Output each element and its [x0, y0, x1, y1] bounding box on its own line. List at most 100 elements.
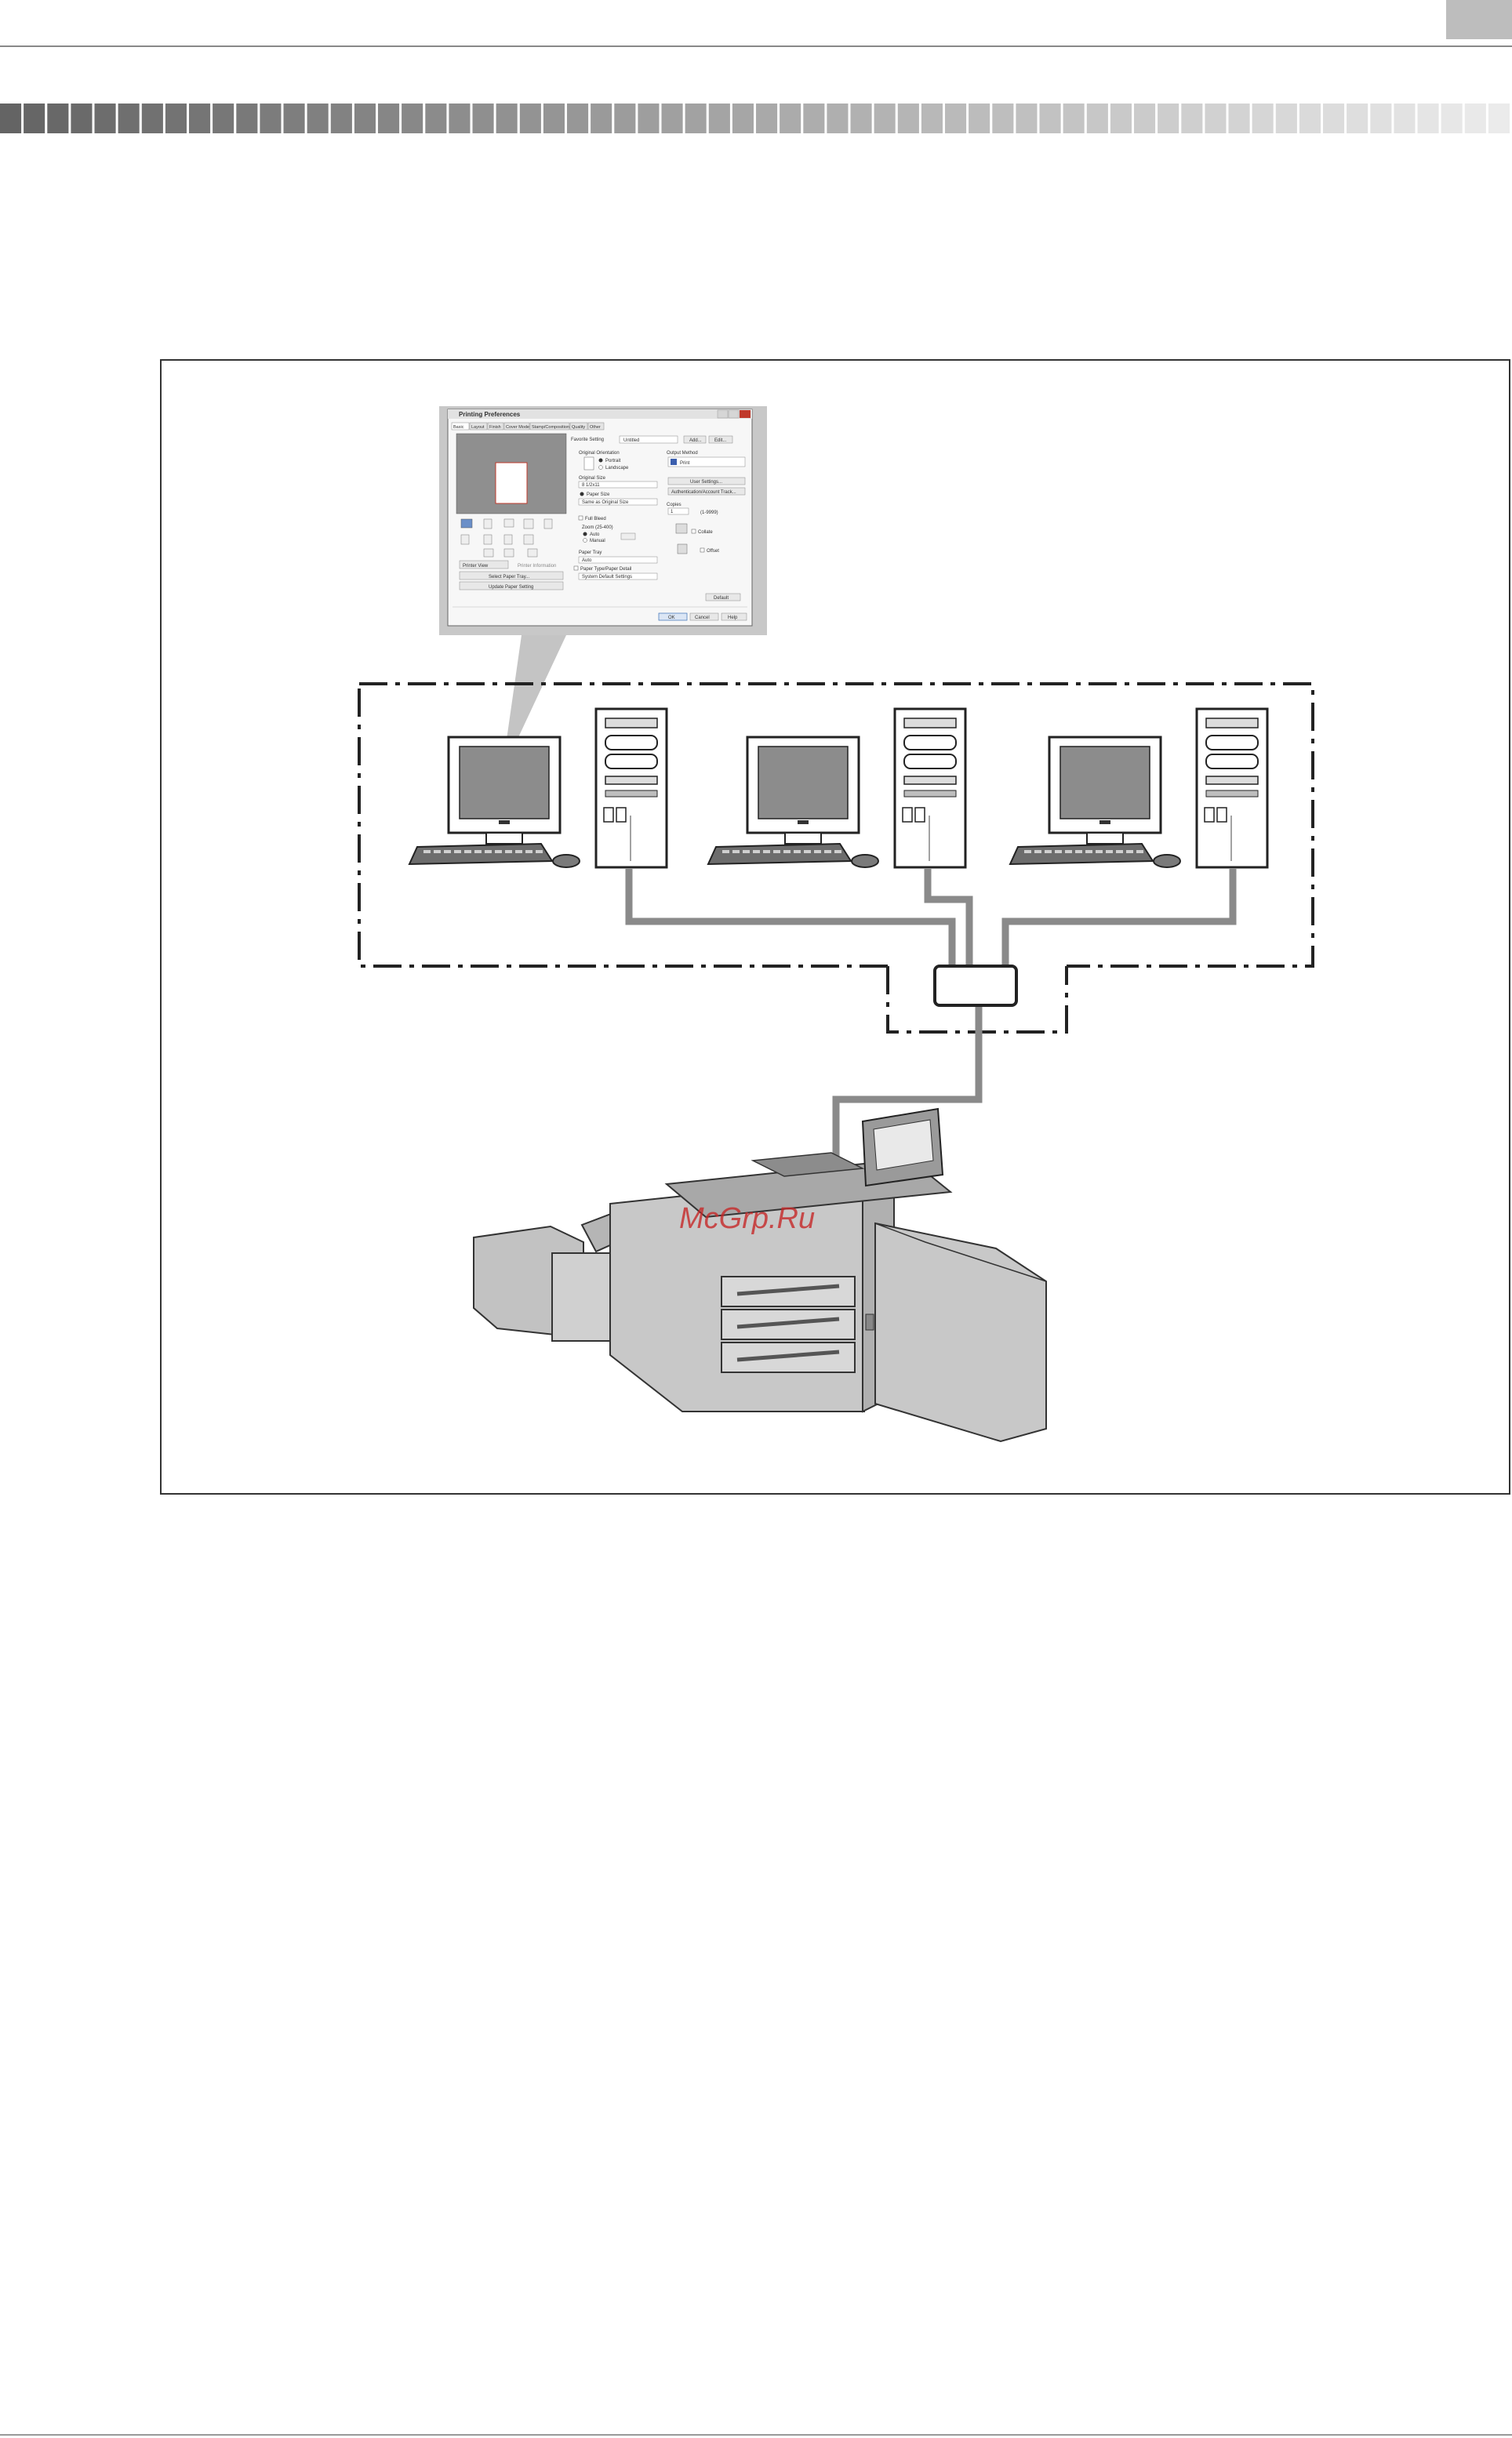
keyboard-key — [743, 850, 750, 853]
layout-icon[interactable] — [483, 534, 492, 545]
copies-value: 1 — [671, 510, 674, 514]
layout-icon[interactable] — [483, 548, 494, 558]
header-band-segment — [1488, 104, 1510, 133]
drive-bay — [1205, 718, 1259, 728]
keyboard-key — [1096, 850, 1103, 853]
keyboard-key — [1126, 850, 1133, 853]
layout-icon[interactable] — [503, 518, 514, 528]
mouse — [552, 854, 580, 868]
maximize-icon[interactable] — [728, 409, 740, 419]
zoom-manual-radio[interactable] — [583, 538, 587, 543]
header-band-segment — [189, 104, 211, 133]
dialog-tab[interactable] — [503, 422, 530, 431]
header-band-segment — [71, 104, 93, 133]
minimize-icon[interactable] — [717, 409, 729, 419]
copies-input[interactable] — [667, 507, 689, 515]
header-band-segment — [756, 104, 778, 133]
portrait-radio[interactable] — [598, 458, 603, 463]
layout-icon[interactable] — [460, 518, 473, 529]
header-band-segment — [591, 104, 612, 133]
power-button — [603, 807, 614, 823]
original-size-select[interactable] — [578, 481, 658, 489]
authentication-button[interactable] — [667, 487, 746, 496]
zoom-value-field[interactable] — [620, 532, 636, 540]
favorite-setting-label: Favorite Setting — [571, 438, 604, 442]
printer-view-button[interactable] — [459, 560, 509, 569]
drive-bay — [605, 718, 658, 728]
keyboard-key — [804, 850, 811, 853]
full-bleed-checkbox[interactable] — [578, 515, 583, 521]
network-cables — [625, 869, 1237, 1168]
header-band-segment — [213, 104, 234, 133]
copies-label: Copies — [667, 503, 681, 507]
dialog-tab[interactable] — [569, 422, 588, 431]
dialog-tab[interactable] — [587, 422, 605, 431]
landscape-radio[interactable] — [598, 465, 603, 470]
keyboard-key — [1045, 850, 1052, 853]
drawer-handle — [736, 1350, 840, 1362]
help-button[interactable] — [721, 612, 747, 621]
output-method-select[interactable] — [667, 456, 746, 467]
default-button-label: Default — [714, 596, 729, 601]
header-band-segment — [402, 104, 423, 133]
header-band-segment — [1228, 104, 1250, 133]
layout-icon[interactable] — [503, 548, 514, 558]
layout-icon[interactable] — [460, 534, 470, 545]
orientation-label: Original Orientation — [579, 451, 620, 456]
user-settings-label: User Settings... — [690, 480, 722, 485]
keyboard-key — [1085, 850, 1092, 853]
optical-drive — [1205, 754, 1259, 769]
original-size-value: 8 1/2x11 — [582, 483, 600, 488]
header-band-segment — [165, 104, 187, 133]
collate-checkbox[interactable] — [691, 529, 696, 534]
user-settings-button[interactable] — [667, 477, 746, 485]
keyboard-key — [824, 850, 831, 853]
zoom-label: Zoom (25-400) — [582, 525, 613, 530]
dialog-tab[interactable] — [529, 422, 570, 431]
close-icon[interactable] — [740, 410, 751, 418]
keyboard-key — [423, 850, 431, 853]
monitor-button — [798, 820, 809, 824]
header-band-segment — [1347, 104, 1368, 133]
system-default-value: System Default Settings — [582, 575, 632, 580]
layout-icon[interactable] — [523, 518, 534, 529]
dialog-tab-label: Cover Mode — [506, 425, 529, 430]
keyboard-key — [1065, 850, 1072, 853]
paper-size-radio[interactable] — [580, 492, 584, 496]
layout-icon[interactable] — [523, 534, 534, 545]
dialog-tab[interactable] — [469, 422, 488, 431]
paper-type-checkbox[interactable] — [573, 565, 579, 571]
layout-icon[interactable] — [527, 548, 538, 558]
header-band-segment — [1063, 104, 1085, 133]
monitor-screen — [1059, 746, 1150, 819]
default-button[interactable] — [705, 593, 741, 601]
drawer-handle — [736, 1317, 840, 1329]
cable-pc-1 — [625, 869, 956, 968]
favorite-setting-select[interactable] — [619, 435, 678, 444]
paper-size-select[interactable] — [578, 498, 658, 506]
ok-button[interactable] — [658, 612, 688, 621]
reset-button — [914, 807, 925, 823]
offset-checkbox[interactable] — [700, 547, 705, 553]
update-paper-setting-button[interactable] — [459, 581, 564, 590]
keyboard — [707, 842, 852, 866]
keyboard-key — [454, 850, 461, 853]
select-paper-tray-button[interactable] — [459, 571, 564, 580]
cancel-button[interactable] — [689, 612, 719, 621]
edit-button[interactable] — [708, 435, 733, 444]
header-band-segment — [236, 104, 258, 133]
orientation-icon — [583, 456, 594, 471]
layout-icon[interactable] — [543, 518, 553, 529]
dialog-tab[interactable] — [487, 422, 504, 431]
zoom-auto-radio[interactable] — [583, 532, 587, 536]
layout-icon[interactable] — [483, 518, 492, 529]
paper-tray-select[interactable] — [578, 556, 658, 564]
header-band-segment — [1181, 104, 1203, 133]
layout-icon[interactable] — [503, 534, 513, 545]
add-button[interactable] — [683, 435, 707, 444]
dialog-tab[interactable] — [451, 422, 470, 431]
system-default-select[interactable] — [578, 572, 658, 580]
landscape-label: Landscape — [605, 466, 629, 471]
